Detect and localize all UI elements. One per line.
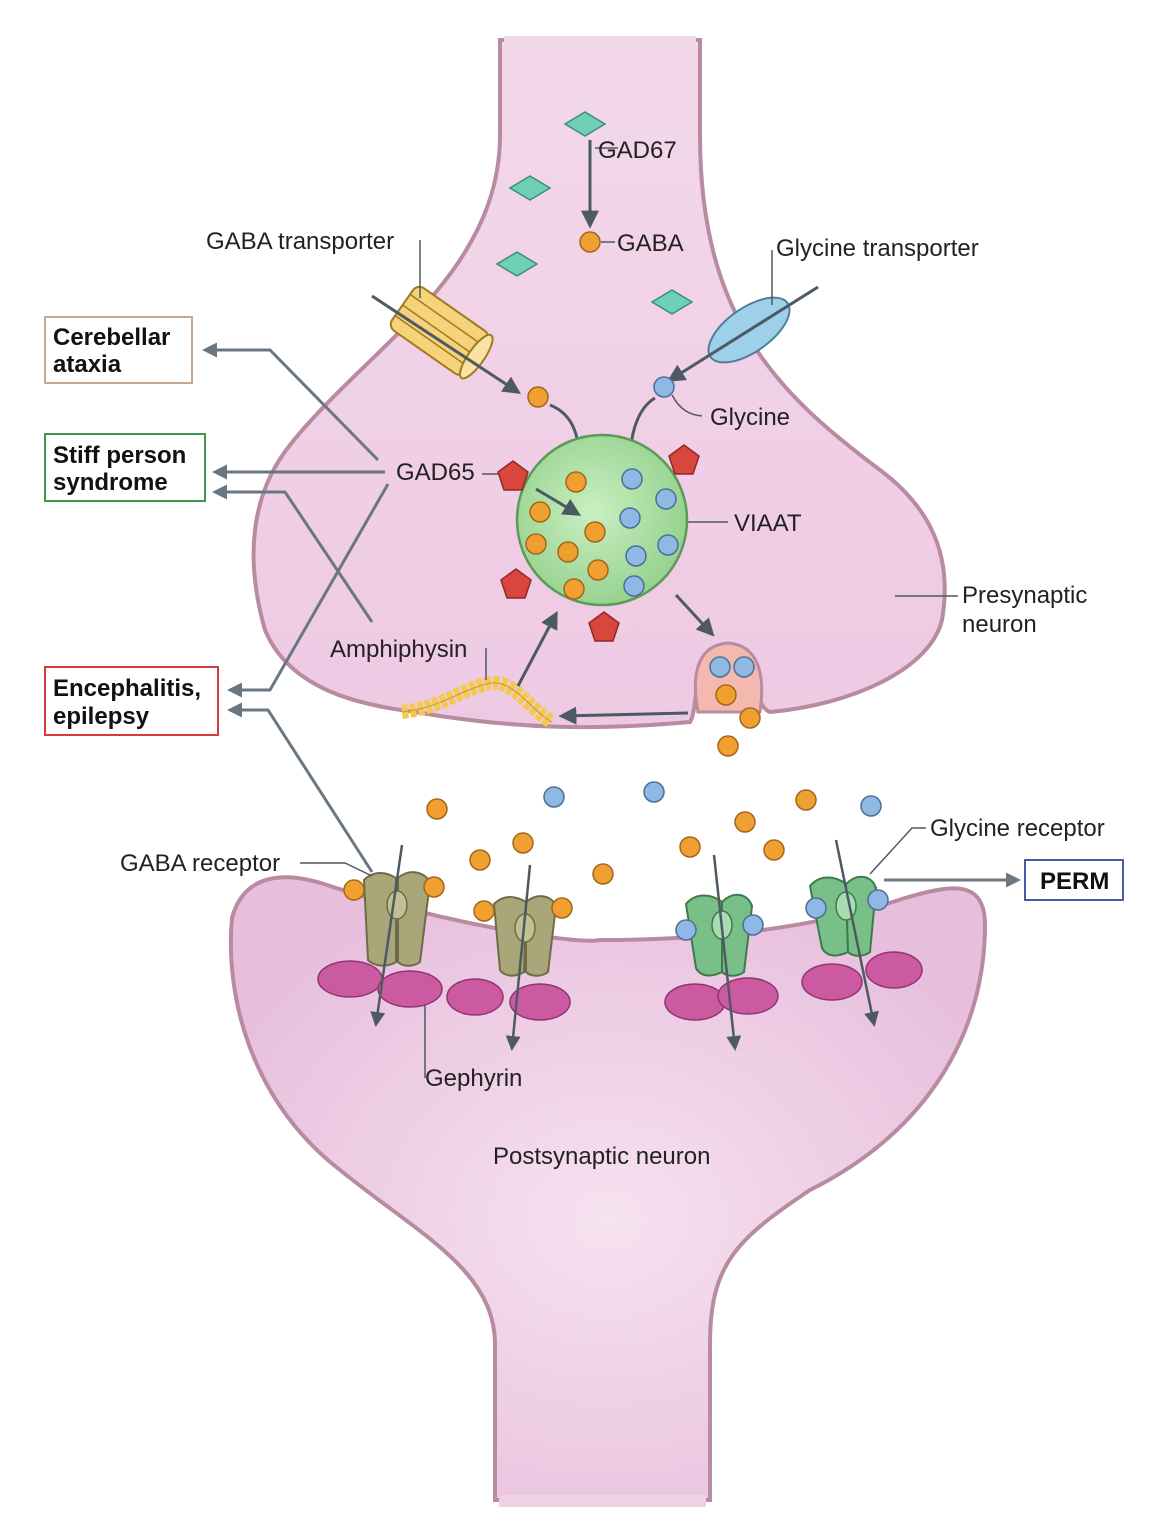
gaba-imported bbox=[527, 386, 549, 408]
cleft-gaba bbox=[426, 707, 817, 885]
gaba-receptor-1 bbox=[362, 871, 432, 967]
glycine-receptor-label: Glycine receptor bbox=[930, 815, 1105, 842]
viaat-loading-arrow bbox=[535, 487, 582, 516]
membrane-recycling-arrow bbox=[558, 706, 689, 725]
glycine-transporter-label: Glycine transporter bbox=[776, 235, 979, 262]
cleft-glycine bbox=[543, 781, 882, 817]
disease-arrows bbox=[202, 342, 1021, 888]
glycine-label: Glycine bbox=[710, 404, 790, 431]
vesicle-glycine bbox=[619, 468, 679, 597]
gaba-molecule-top bbox=[579, 231, 601, 253]
postsynaptic-label: Postsynaptic neuron bbox=[493, 1143, 710, 1170]
cerebellar-label-line2: ataxia bbox=[53, 351, 122, 378]
perm-label: PERM bbox=[1040, 868, 1109, 895]
stiff-label-line2: syndrome bbox=[53, 469, 168, 496]
gad67-label: GAD67 bbox=[598, 137, 677, 164]
viaat-label: VIAAT bbox=[734, 510, 802, 537]
glycine-receptor-glycine-bound bbox=[675, 889, 889, 941]
glycine-receptor-leader bbox=[869, 827, 926, 875]
presynaptic-label-line1: Presynaptic bbox=[962, 582, 1087, 609]
glycine-in-exo-2 bbox=[733, 656, 755, 678]
perm-box bbox=[1024, 859, 1124, 901]
gaba-receptor-leader bbox=[300, 862, 373, 877]
amphiphysin-label: Amphiphysin bbox=[330, 636, 467, 663]
glycine-transport-arrow bbox=[666, 285, 819, 382]
encephalitis-box bbox=[44, 666, 219, 736]
gad67-enzymes bbox=[495, 111, 694, 315]
stiff-person-box bbox=[44, 433, 206, 502]
gaba-label: GABA bbox=[617, 230, 684, 257]
postsynaptic-neuron bbox=[228, 875, 988, 1502]
glycine-leader bbox=[671, 394, 703, 417]
axon-top-mask bbox=[504, 36, 696, 46]
presynaptic-label-line2: neuron bbox=[962, 611, 1037, 638]
gaba-transporter-label: GABA transporter bbox=[206, 228, 394, 255]
gad65-label: GAD65 bbox=[396, 459, 475, 486]
amphiphysin-outline bbox=[401, 682, 553, 723]
enceph-label-line2: epilepsy bbox=[53, 703, 150, 730]
glycine-in-exo-1 bbox=[709, 656, 731, 678]
gaba-transport-arrow bbox=[371, 294, 522, 394]
gephyrin-clusters bbox=[317, 951, 923, 1021]
exocytosis-arrow bbox=[674, 593, 715, 637]
gaba-in-exo bbox=[715, 684, 737, 706]
enceph-label-line1: Encephalitis, bbox=[53, 675, 201, 702]
vesicle-gaba bbox=[525, 471, 609, 600]
endocytosis-arrow bbox=[516, 610, 558, 687]
gaba-receptor-label: GABA receptor bbox=[120, 850, 280, 877]
stiff-label-line1: Stiff person bbox=[53, 442, 186, 469]
dendrite-bottom-mask bbox=[499, 1495, 706, 1507]
ion-flow-arrows bbox=[370, 839, 879, 1051]
gaba-receptor-gaba-bound bbox=[343, 876, 573, 922]
cerebellar-ataxia-box bbox=[44, 316, 193, 384]
gaba-transporter bbox=[389, 285, 494, 380]
gephyrin-label: Gephyrin bbox=[425, 1065, 522, 1092]
glycine-imported bbox=[653, 376, 675, 398]
gad65-enzymes bbox=[497, 444, 700, 642]
cerebellar-label-line1: Cerebellar bbox=[53, 324, 170, 351]
